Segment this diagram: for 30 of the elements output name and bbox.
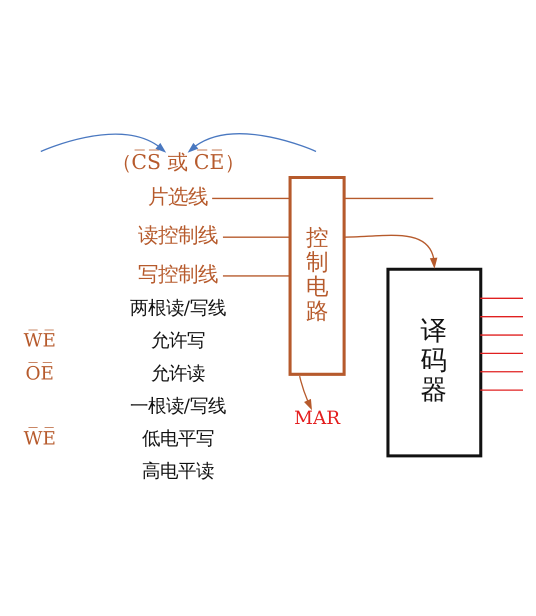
node-box: 控制电路 <box>288 175 346 376</box>
node-text: （C̅S̅ 或 C̅E̅） <box>111 149 244 174</box>
node-text: 读控制线 <box>138 222 218 247</box>
connector <box>222 236 291 238</box>
label: W̅E̅ <box>24 428 56 450</box>
connector <box>480 297 523 298</box>
node-text: 片选线 <box>148 184 208 208</box>
node-text: MAR <box>294 408 340 429</box>
node-text: 写控制线 <box>138 262 218 286</box>
connector <box>212 197 291 199</box>
label: 两根读/写线 <box>130 298 226 319</box>
label: 低电平写 <box>142 428 214 450</box>
connector <box>480 352 523 354</box>
label: 一根读/写线 <box>130 395 226 416</box>
node-box: 译码器 <box>386 267 482 457</box>
connector <box>222 274 291 276</box>
label: O̅E̅ <box>26 362 54 384</box>
arrow <box>344 234 438 268</box>
connector <box>480 388 523 390</box>
connector <box>480 316 523 317</box>
label: 允许读 <box>150 362 205 384</box>
label: 允许写 <box>150 330 205 352</box>
connector <box>480 334 523 336</box>
arrow <box>299 375 312 410</box>
connector <box>480 370 523 372</box>
label: 高电平读 <box>142 460 214 482</box>
label: W̅E̅ <box>24 330 56 352</box>
connector <box>344 197 434 199</box>
arrow <box>188 132 316 152</box>
arrow <box>40 133 166 152</box>
